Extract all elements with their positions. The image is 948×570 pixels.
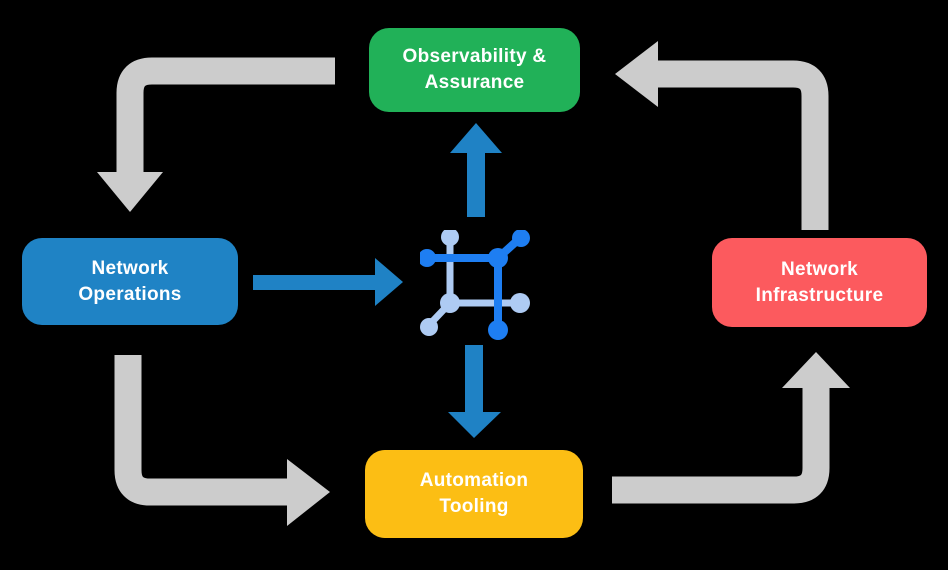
node-label-line: Operations: [78, 283, 182, 305]
node-label-line: Network: [780, 258, 859, 280]
arrow-observability-to-operations: [97, 57, 335, 212]
arrow-infrastructure-to-observability: [615, 41, 829, 230]
node-label-line: Infrastructure: [755, 284, 884, 306]
arrow-operations-to-hub: [253, 258, 403, 306]
node-observability-assurance: Observability & Assurance: [369, 28, 580, 112]
node-label-line: Observability &: [402, 46, 547, 68]
arrow-hub-to-automation: [448, 345, 501, 438]
node-network-operations: Network Operations: [22, 238, 238, 325]
node-label-line: Network: [91, 257, 169, 279]
node-label-line: Automation: [419, 470, 529, 492]
arrow-hub-to-observability: [450, 123, 502, 217]
node-network-infrastructure: Network Infrastructure: [712, 238, 927, 327]
network-mesh-icon: [420, 230, 530, 340]
node-automation-tooling: Automation Tooling: [365, 450, 583, 538]
arrow-operations-to-automation: [114, 355, 330, 526]
node-label-line: Assurance: [424, 72, 525, 93]
arrow-automation-to-infrastructure: [612, 352, 850, 504]
node-label-line: Tooling: [439, 496, 509, 517]
